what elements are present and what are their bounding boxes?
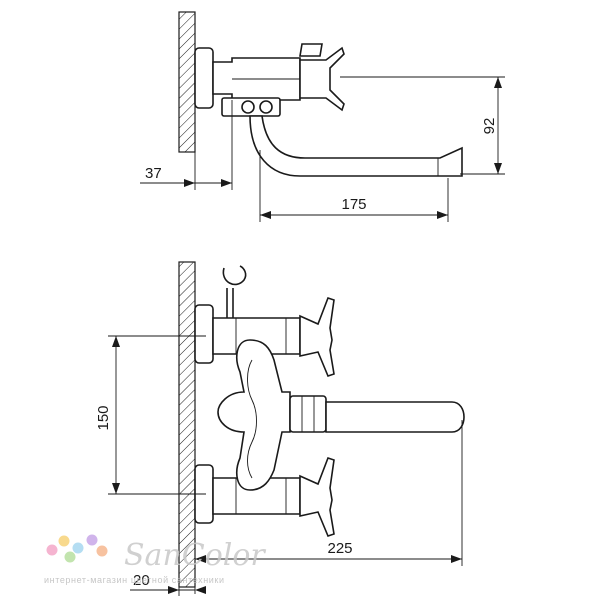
- handle-upper: [299, 296, 335, 377]
- watermark-dots: [46, 534, 108, 563]
- wall-hatch-bottom: [178, 261, 196, 588]
- watermark-dot: [64, 551, 76, 563]
- shower-holder: [222, 265, 247, 286]
- dimension-37: 37: [145, 165, 162, 182]
- side-view: 92 37 175: [140, 11, 505, 222]
- handle-lower: [299, 456, 335, 537]
- watermark-dot: [46, 544, 58, 556]
- dimension-175: 175: [341, 196, 366, 213]
- watermark-dot: [72, 542, 84, 554]
- watermark-brand: SanColor: [124, 538, 266, 573]
- watermark-dot: [58, 535, 70, 547]
- mixer-body-front: [217, 339, 291, 491]
- wall-flange-top: [194, 47, 214, 109]
- dimension-225: 225: [327, 540, 352, 557]
- watermark-tagline: интернет-магазин цветной сантехники: [44, 575, 225, 585]
- spout-front: [325, 401, 465, 433]
- spout-side: [249, 115, 463, 177]
- watermark: SanColor интернет-магазин цветной сантех…: [44, 534, 266, 585]
- dimension-20: 20: [133, 572, 150, 589]
- wall-hatch-top: [178, 11, 196, 153]
- front-view: 150 225 20: [95, 261, 465, 596]
- dimension-92: 92: [481, 118, 498, 135]
- watermark-dot: [86, 534, 98, 546]
- handle-side: [299, 43, 323, 57]
- wall-flange-upper: [194, 304, 214, 364]
- dimension-150: 150: [95, 405, 112, 430]
- watermark-dot: [96, 545, 108, 557]
